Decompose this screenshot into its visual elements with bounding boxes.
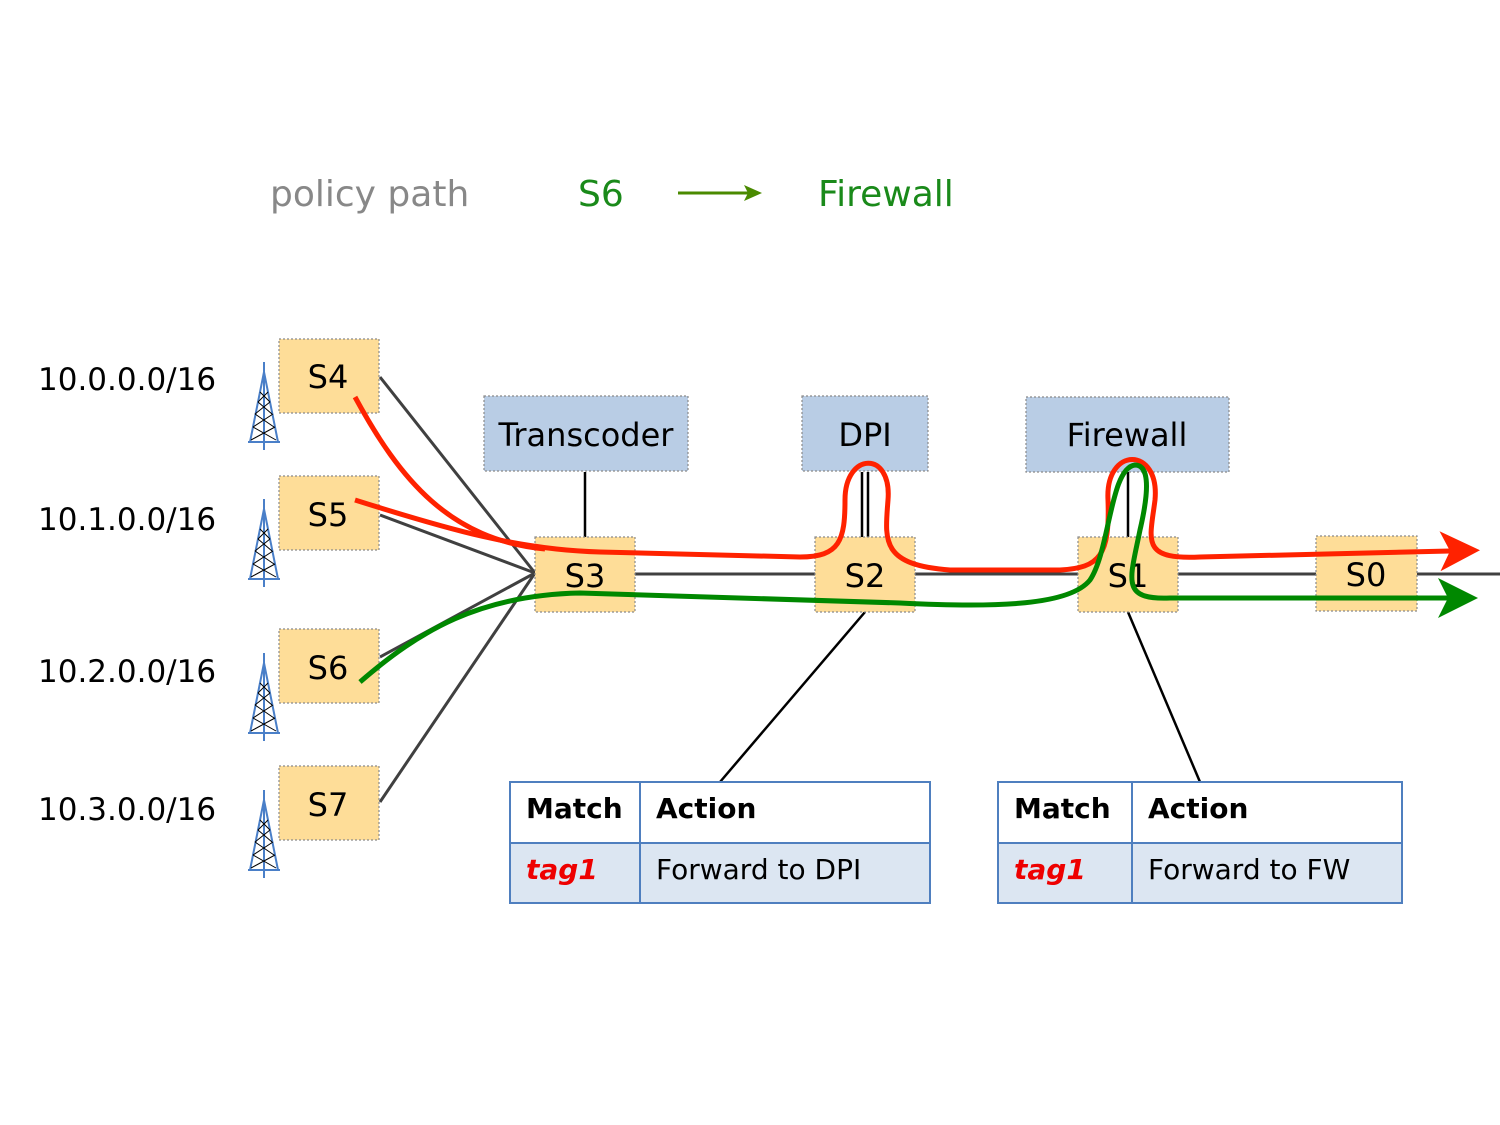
table-header-action: Action <box>1148 792 1248 825</box>
table-cell-match: tag1 <box>1014 853 1086 886</box>
switch-s5[interactable]: S5 <box>278 475 380 551</box>
svg-text:S5: S5 <box>308 496 349 534</box>
cell-tower-icon <box>247 789 281 879</box>
prefix-label: 10.1.0.0/16 <box>38 502 216 538</box>
legend-source: S6 <box>578 174 624 215</box>
svg-text:S1: S1 <box>1108 557 1149 595</box>
svg-text:S7: S7 <box>308 786 349 824</box>
svg-text:S0: S0 <box>1346 556 1387 594</box>
switch-s4[interactable]: S4 <box>278 338 380 414</box>
flow-table-s1: Match Action tag1 Forward to FW <box>997 781 1403 904</box>
middlebox-dpi[interactable]: DPI <box>801 395 929 472</box>
svg-text:Transcoder: Transcoder <box>498 416 675 454</box>
cell-tower-icon <box>247 498 281 588</box>
cell-tower-icon <box>247 652 281 742</box>
table-header-match: Match <box>526 792 623 825</box>
svg-text:Firewall: Firewall <box>1067 416 1188 454</box>
svg-text:S4: S4 <box>308 358 349 396</box>
legend-arrow-icon <box>678 185 762 201</box>
flow-table-s2: Match Action tag1 Forward to DPI <box>509 781 931 904</box>
table-cell-match: tag1 <box>526 853 598 886</box>
svg-text:S2: S2 <box>845 557 886 595</box>
prefix-label: 10.3.0.0/16 <box>38 792 216 828</box>
prefix-label: 10.0.0.0/16 <box>38 362 216 398</box>
red-path <box>354 457 1480 573</box>
table-header-action: Action <box>656 792 756 825</box>
switch-s6[interactable]: S6 <box>278 628 380 704</box>
table-header-match: Match <box>1014 792 1111 825</box>
prefix-label: 10.2.0.0/16 <box>38 654 216 690</box>
switch-s7[interactable]: S7 <box>278 765 380 841</box>
green-path <box>358 462 1478 684</box>
legend-label: policy path <box>270 174 469 215</box>
legend-destination: Firewall <box>818 174 954 215</box>
svg-text:S6: S6 <box>308 649 349 687</box>
table-cell-action: Forward to FW <box>1148 853 1350 886</box>
table-cell-action: Forward to DPI <box>656 853 861 886</box>
middlebox-transcoder[interactable]: Transcoder <box>483 395 689 472</box>
svg-text:DPI: DPI <box>838 416 891 454</box>
cell-tower-icon <box>247 361 281 451</box>
svg-text:S3: S3 <box>565 557 606 595</box>
